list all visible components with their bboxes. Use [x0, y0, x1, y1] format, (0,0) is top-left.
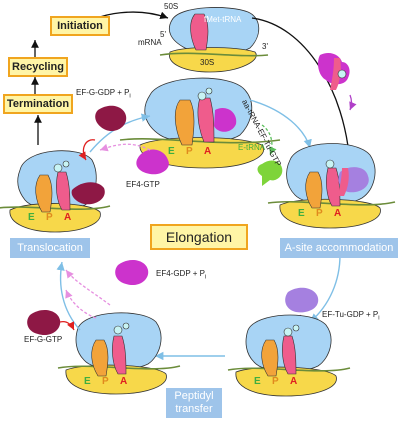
elongation-box: Elongation [150, 224, 248, 250]
site-p-central: P [186, 146, 193, 157]
ef-g-gtp-binding-arrow [59, 320, 75, 331]
site-a-bottom-left: A [120, 376, 128, 387]
site-p-left: P [46, 212, 53, 223]
label-ef-g-gdp-main: EF-G-GDP + P [76, 88, 130, 97]
ef4-gdp-molecule [115, 259, 149, 286]
site-a-bottom-right: A [290, 376, 298, 387]
label-5-prime: 5' [160, 30, 166, 39]
label-ef-g-gdp-sub: i [129, 93, 131, 100]
site-e-bottom-right: E [254, 376, 261, 387]
e-trna-release-arrow [261, 124, 277, 156]
label-ef4-gdp-main: EF4-GDP + P [156, 269, 205, 278]
site-e-central: E [168, 146, 175, 157]
label-ef-g-gdp: EF-G-GDP + Pi [76, 88, 131, 100]
label-50s: 50S [164, 2, 179, 11]
ef4-binding-dashed-arrow [99, 143, 151, 152]
label-ef-tu-gdp-sub: i [378, 315, 380, 322]
ef-tu-gdp-molecule [285, 287, 319, 313]
right-ribosome [267, 143, 396, 229]
site-a-right: A [334, 208, 342, 219]
recycling-box: Recycling [8, 57, 68, 77]
e-trna-molecule [257, 160, 283, 186]
label-ef-tu-gdp: EF-Tu-GDP + Pi [322, 310, 380, 322]
ternary-complex-arrow [349, 94, 357, 111]
label-ef4-gdp: EF4-GDP + Pi [156, 269, 206, 281]
bottom-right-ribosome [227, 314, 351, 397]
ef4-gdp-dashed-arrow-a [65, 269, 111, 306]
a-site-to-peptidyl-blue-arrow [309, 254, 341, 323]
site-e-bottom-left: E [84, 376, 91, 387]
label-ef-g-gtp: EF-G-GTP [24, 335, 63, 344]
label-mrna: mRNA [138, 38, 162, 47]
site-e-right: E [298, 208, 305, 219]
peptidyl-transfer-line1: Peptidyl [174, 390, 214, 402]
translocation-box: Translocation [10, 238, 90, 258]
initiation-ribosome [159, 7, 269, 73]
peptidyl-transfer-line2: transfer [175, 403, 213, 415]
a-site-accommodation-box: A-site accommodation [280, 238, 398, 258]
site-p-bottom-right: P [272, 376, 279, 387]
left-ribosome [0, 150, 111, 233]
site-p-right: P [316, 208, 323, 219]
bottom-left-ribosome [57, 312, 181, 395]
initiation-box: Initiation [50, 16, 110, 36]
ef4-gdp-dashed-arrow-b [65, 289, 97, 319]
ef-g-gdp-release-arrow [78, 139, 96, 161]
top-to-a-site-blue-arrow [249, 99, 312, 149]
site-a-central: A [204, 146, 212, 157]
central-ribosome [119, 77, 281, 169]
bottom-left-to-translocation-blue-arrow [56, 261, 81, 331]
label-fmet-trna: fMet-tRNA [204, 15, 242, 24]
label-ef4-gtp: EF4-GTP [126, 180, 160, 189]
label-ef-tu-gdp-main: EF-Tu-GDP + P [322, 310, 379, 319]
label-ef4-gdp-sub: i [204, 274, 207, 281]
label-3-prime: 3' [262, 42, 268, 51]
site-a-left: A [64, 212, 72, 223]
aa-trna-ef-tu-gtp-complex [318, 52, 350, 90]
ef-g-gdp-molecule [95, 105, 127, 132]
site-p-bottom-left: P [102, 376, 109, 387]
termination-box: Termination [3, 94, 73, 114]
site-e-left: E [28, 212, 35, 223]
label-e-trna: E-tRNA [238, 143, 266, 152]
peptidyl-transfer-box: Peptidyl transfer [166, 388, 222, 418]
ef4-gtp-molecule [136, 149, 169, 175]
ef-g-gtp-molecule [27, 309, 61, 336]
label-30s: 30S [200, 58, 215, 67]
